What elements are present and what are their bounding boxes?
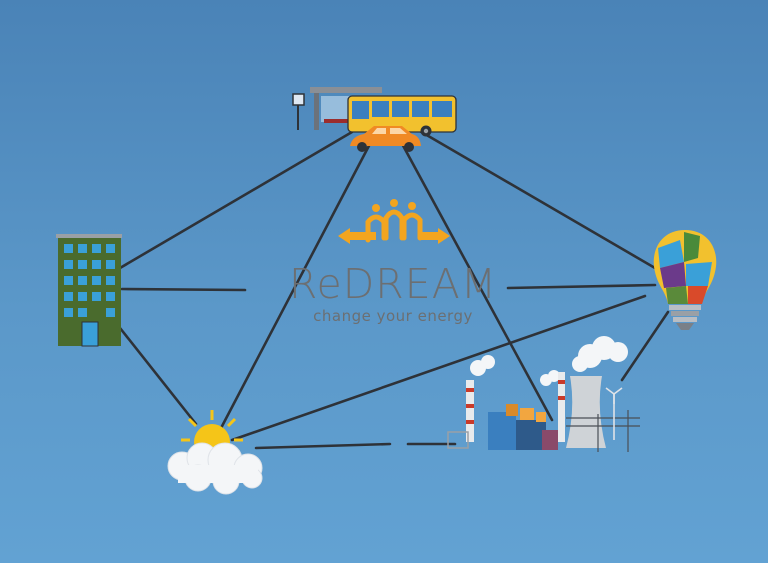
connector-sun-bulb (230, 294, 647, 442)
logo-title: ReDREAM (288, 260, 498, 308)
connection-lines (118, 128, 670, 450)
chimney-left (466, 380, 474, 442)
logo-tagline: change your energy (313, 307, 473, 325)
cloud-icon (167, 442, 263, 495)
connector-building-logo (120, 287, 247, 292)
redream-logo: ReDREAM change your energy (268, 262, 518, 325)
power-plant-icon (447, 336, 640, 452)
building-icon (56, 234, 122, 347)
connector-building-sun (118, 326, 198, 426)
bus-icon (347, 95, 457, 137)
cooling-tower (566, 376, 606, 448)
transport-hub (292, 87, 457, 152)
puzzle-lightbulb-icon (653, 230, 717, 330)
power-lines (566, 410, 640, 452)
sun-cloud-icon (167, 410, 263, 495)
connector-logo-bulb (506, 283, 657, 290)
connector-sun-plant-a (254, 442, 392, 450)
smoke-clouds (470, 336, 628, 386)
chimney-right (558, 372, 565, 442)
connector-building-transport (118, 130, 354, 270)
connector-transport-plant (398, 138, 554, 422)
connector-transport-bulb (416, 128, 657, 270)
car-icon (350, 126, 421, 152)
connector-plant-bulb (620, 310, 670, 382)
bus-stop-sign-icon (292, 93, 305, 130)
connector-transport-sun (218, 138, 374, 432)
redream-logo-mark-icon (338, 199, 450, 244)
wind-turbine-icon (605, 387, 623, 440)
